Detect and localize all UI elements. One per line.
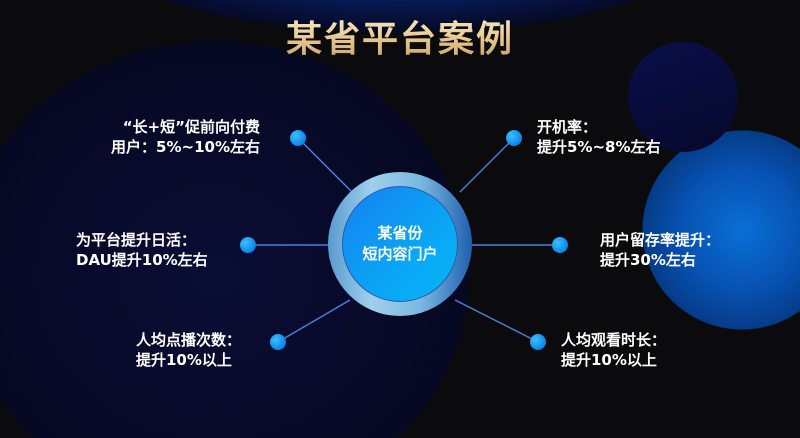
node-dot (552, 237, 568, 253)
metric-value: 提升30%左右 (600, 251, 696, 269)
metric-title: “长+短”促前向付费 (122, 118, 260, 136)
metric-dau: 为平台提升日活： DAU提升10%左右 (76, 230, 208, 270)
metric-value: 提升5%~8%左右 (537, 138, 661, 156)
center-line-1: 某省份 (377, 224, 423, 242)
metric-retention: 用户留存率提升： 提升30%左右 (600, 230, 720, 270)
metric-value: DAU提升10%左右 (76, 251, 208, 269)
metric-title: 为平台提升日活： (76, 231, 197, 249)
connector-line (297, 137, 353, 193)
metric-boot-rate: 开机率： 提升5%~8%左右 (537, 117, 661, 157)
metric-title: 人均点播次数： (136, 331, 242, 349)
right-small-circle (628, 42, 738, 152)
node-dot (290, 130, 306, 146)
connector-line (277, 299, 351, 343)
node-dot (270, 334, 286, 350)
node-dot (240, 237, 256, 253)
metric-value: 用户：5%~10%左右 (111, 138, 260, 156)
metric-title: 开机率： (537, 118, 598, 136)
metric-title: 人均观看时长： (561, 331, 667, 349)
metric-value: 提升10%以上 (561, 351, 657, 369)
metric-value: 提升10%以上 (136, 351, 232, 369)
connector-line (459, 137, 515, 193)
metric-title: 用户留存率提升： (600, 231, 721, 249)
node-dot (530, 334, 546, 350)
right-background-circle (642, 130, 800, 330)
center-line-2: 短内容门户 (362, 245, 438, 263)
top-glow-shape (110, 0, 690, 32)
metric-paid-users: “长+短”促前向付费 用户：5%~10%左右 (111, 117, 260, 157)
node-dot (506, 130, 522, 146)
page-title: 某省平台案例 (0, 10, 800, 62)
metric-plays-per-user: 人均点播次数： 提升10%以上 (136, 330, 241, 370)
connector-line (454, 299, 539, 343)
center-circle: 某省份 短内容门户 (342, 186, 458, 302)
metric-watch-time: 人均观看时长： 提升10%以上 (561, 330, 666, 370)
